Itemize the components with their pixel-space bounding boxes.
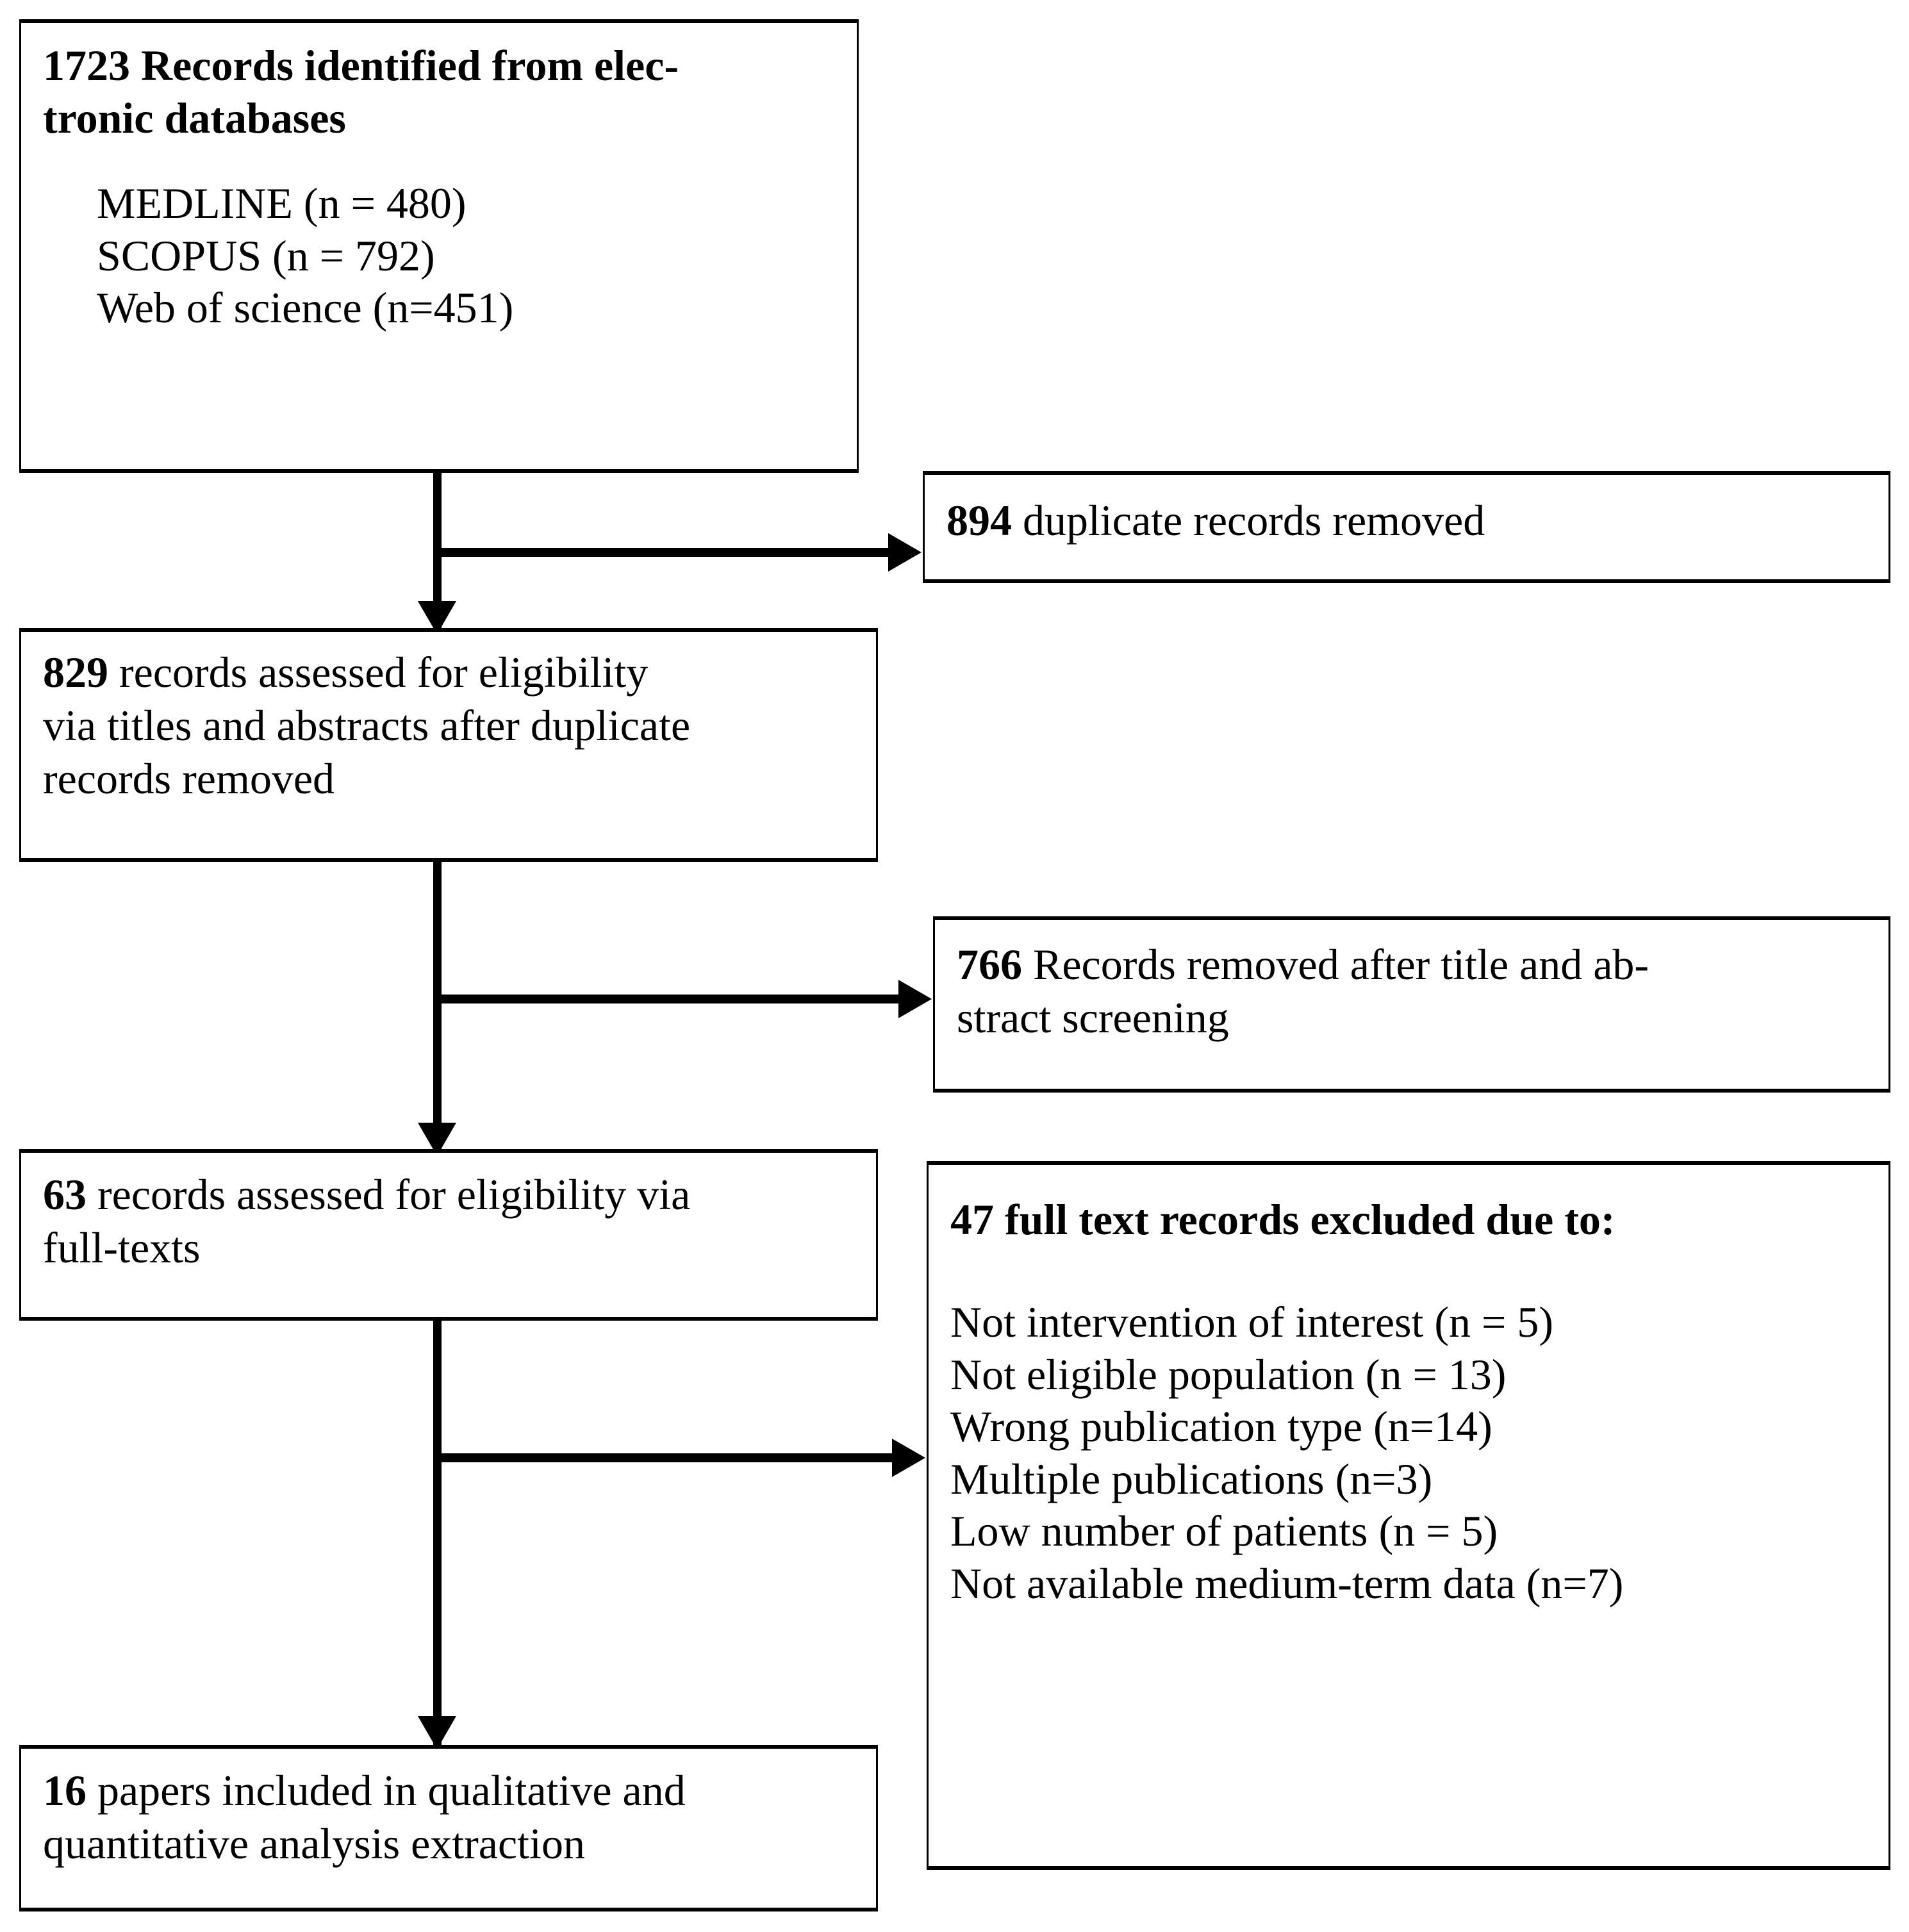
fulltext-count: 63 — [43, 1170, 87, 1219]
screening-line3: records removed — [43, 754, 335, 803]
arrow-right-to-duplicates — [888, 533, 921, 572]
duplicates-removed-text: 894 duplicate records removed — [946, 494, 1867, 547]
exclusion-reason-multiple-publications: Multiple publications (n=3) — [950, 1454, 1433, 1503]
excluded-box: 47 full text records excluded due to: No… — [927, 1161, 1890, 1870]
exclusion-reason-no-medium-term-data: Not available medium-term data (n=7) — [950, 1558, 1624, 1608]
title-abstract-removed-count: 766 — [957, 940, 1022, 989]
arrow-down-to-included — [418, 1716, 456, 1749]
exclusion-reason-not-intervention: Not intervention of interest (n = 5) — [950, 1297, 1554, 1346]
included-count: 16 — [43, 1766, 87, 1815]
screening-line2: via titles and abstracts after duplicate — [43, 700, 691, 750]
identification-box: 1723 Records identified from elec- troni… — [19, 19, 859, 473]
exclusion-reasons-list: Not intervention of interest (n = 5) Not… — [950, 1296, 1867, 1610]
connector-to-title-abstract-removed — [433, 995, 904, 1003]
duplicates-count: 894 — [946, 496, 1012, 545]
exclusion-reason-low-number-of-patients: Low number of patients (n = 5) — [950, 1507, 1498, 1556]
duplicates-removed-box: 894 duplicate records removed — [923, 471, 1890, 583]
screening-count: 829 — [43, 648, 108, 697]
title-abstract-removed-line2: stract screening — [957, 993, 1229, 1042]
identification-title-line1: 1723 Records identified from elec- — [43, 40, 835, 92]
connector-fulltext-to-included — [433, 1317, 442, 1753]
exclusion-reason-not-eligible-population: Not eligible population (n = 13) — [950, 1350, 1507, 1399]
screening-line1: 829 records assessed for eligibility — [43, 646, 854, 699]
duplicates-label: duplicate records removed — [1023, 496, 1485, 545]
connector-to-excluded-box — [433, 1453, 897, 1462]
identification-sources-list: MEDLINE (n = 480) SCOPUS (n = 792) Web o… — [97, 178, 835, 334]
identification-count: 1723 — [43, 41, 130, 90]
arrow-right-to-title-abstract-removed — [898, 980, 932, 1018]
identification-title-line2: tronic databases — [43, 93, 346, 142]
fulltext-line2: full-texts — [43, 1223, 201, 1272]
included-line2: quantitative analysis extraction — [43, 1819, 585, 1868]
title-abstract-removed-line1: 766 Records removed after title and ab- — [957, 938, 1867, 991]
identification-title-text: Records identified from elec- — [141, 41, 679, 90]
arrow-right-to-excluded — [892, 1439, 925, 1477]
screening-box: 829 records assessed for eligibility via… — [19, 628, 878, 862]
excluded-heading: 47 full text records excluded due to: — [950, 1195, 1616, 1244]
screening-label: records assessed for eligibility — [119, 648, 649, 697]
fulltext-eligibility-box: 63 records assessed for eligibility via … — [19, 1149, 878, 1321]
included-label: papers included in qualitative and — [97, 1766, 686, 1815]
connector-to-duplicates-box — [433, 548, 893, 557]
exclusion-reason-wrong-publication-type: Wrong publication type (n=14) — [950, 1402, 1492, 1451]
connector-screening-to-fulltext — [433, 862, 442, 1157]
included-line1: 16 papers included in qualitative and — [43, 1764, 854, 1817]
source-web-of-science: Web of science (n=451) — [97, 283, 514, 333]
title-abstract-removed-box: 766 Records removed after title and ab- … — [933, 916, 1890, 1093]
source-scopus: SCOPUS (n = 792) — [97, 231, 435, 280]
source-medline: MEDLINE (n = 480) — [97, 179, 467, 228]
title-abstract-removed-label: Records removed after title and ab- — [1033, 940, 1649, 989]
included-box: 16 papers included in qualitative and qu… — [19, 1745, 878, 1911]
connector-identification-to-screening — [433, 436, 442, 628]
fulltext-label: records assessed for eligibility via — [97, 1170, 691, 1219]
fulltext-line1: 63 records assessed for eligibility via — [43, 1168, 854, 1221]
